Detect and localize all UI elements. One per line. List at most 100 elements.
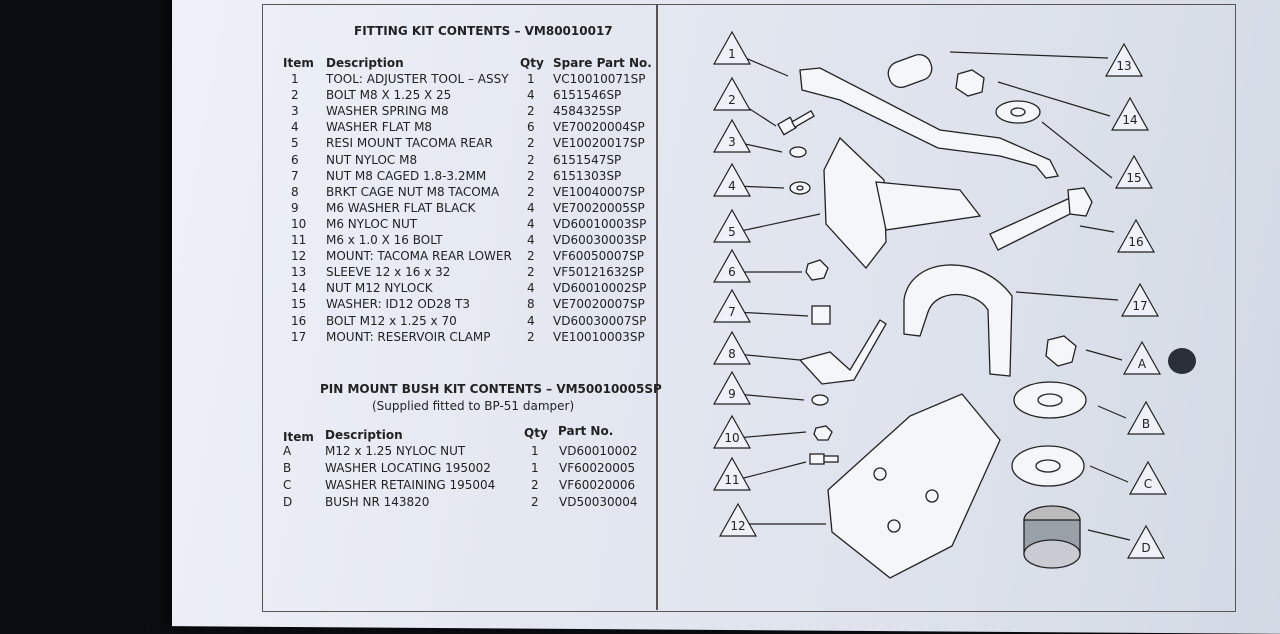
cell-item: C — [283, 478, 292, 492]
cell-part: 6151547SP — [553, 152, 622, 167]
pin-mount-subtitle: (Supplied fitted to BP-51 damper) — [372, 399, 575, 413]
cell-description: M12 x 1.25 NYLOC NUT — [325, 444, 466, 458]
callout-label: 1 — [728, 47, 736, 61]
callout-7: 7 — [712, 288, 752, 323]
cell-item: 3 — [291, 104, 299, 119]
cell-part: 6151546SP — [553, 88, 622, 103]
callout-label: 14 — [1122, 113, 1137, 127]
cell-part: VF50121632SP — [553, 265, 645, 280]
callout-3: 3 — [712, 118, 752, 153]
cell-qty: 2 — [527, 104, 535, 119]
callout-8: 8 — [712, 330, 752, 365]
callout-label: 17 — [1132, 299, 1147, 313]
cell-part: VC10010071SP — [553, 72, 646, 86]
cell-qty: 2 — [527, 329, 535, 344]
table-row: 14 NUT M12 NYLOCK 4 VD60010002SP — [283, 281, 683, 297]
column-divider — [656, 4, 658, 610]
callout-label: 16 — [1128, 235, 1143, 249]
cell-part: 6151303SP — [553, 168, 622, 183]
callout-16: 16 — [1116, 218, 1156, 253]
cell-part: VE10020017SP — [553, 136, 645, 151]
callout-5: 5 — [712, 208, 752, 243]
callout-label: 9 — [728, 387, 736, 401]
callout-label: 6 — [728, 265, 736, 279]
callout-label: D — [1141, 541, 1150, 555]
cell-description: BUSH NR 143820 — [325, 495, 430, 509]
cell-item: 1 — [291, 72, 299, 86]
callout-6: 6 — [712, 248, 752, 283]
table-row: 2 BOLT M8 X 1.25 X 25 4 6151546SP — [283, 88, 683, 104]
callout-label: 5 — [728, 225, 736, 239]
callout-4: 4 — [712, 162, 752, 197]
cell-description: WASHER FLAT M8 — [326, 120, 433, 135]
cell-item: 14 — [291, 281, 307, 296]
callout-label: 8 — [728, 347, 736, 361]
cell-item: 8 — [291, 184, 299, 199]
cell-description: WASHER: ID12 OD28 T3 — [326, 297, 471, 312]
cell-item: 15 — [291, 297, 307, 312]
callout-10: 10 — [712, 414, 752, 449]
cell-description: NUT M12 NYLOCK — [326, 281, 433, 296]
header-qty: Qty — [524, 426, 548, 440]
cell-qty: 4 — [527, 88, 535, 103]
cell-qty: 2 — [531, 478, 539, 492]
callout-label: B — [1142, 417, 1150, 431]
cell-qty: 4 — [527, 281, 535, 296]
cell-part: VF60020005 — [559, 461, 636, 475]
pin-mount-title: PIN MOUNT BUSH KIT CONTENTS – VM50010005… — [320, 382, 662, 396]
fitting-kit-title: FITTING KIT CONTENTS – VM80010017 — [354, 24, 613, 38]
cell-description: WASHER LOCATING 195002 — [325, 461, 491, 475]
header-part: Part No. — [558, 424, 614, 438]
cell-description: NUT M8 CAGED 1.8-3.2MM — [326, 168, 487, 183]
callout-label: 2 — [728, 93, 736, 107]
cell-description: BRKT CAGE NUT M8 TACOMA — [326, 184, 500, 199]
header-description: Description — [326, 56, 404, 70]
cell-description: SLEEVE 12 x 16 x 32 — [326, 265, 451, 280]
cell-part: VE70020007SP — [553, 297, 645, 312]
cell-qty: 2 — [527, 184, 535, 199]
cell-part: VD60010002SP — [553, 281, 647, 296]
callout-label: A — [1138, 357, 1147, 371]
callout-12: 12 — [718, 502, 758, 537]
cell-item: A — [283, 444, 292, 458]
cell-description: MOUNT: TACOMA REAR LOWER — [326, 249, 512, 264]
callout-label: 3 — [728, 135, 736, 149]
callout-17: 17 — [1120, 282, 1160, 317]
cell-item: 4 — [291, 120, 299, 135]
cell-item: 9 — [291, 200, 299, 215]
cell-item: 17 — [291, 329, 307, 344]
cell-qty: 2 — [527, 249, 535, 264]
callout-1: 1 — [712, 30, 752, 65]
table-header: Item Description Qty Spare Part No. — [283, 56, 683, 72]
cell-description: BOLT M8 X 1.25 X 25 — [326, 88, 452, 103]
cell-item: 2 — [291, 88, 299, 103]
cell-qty: 2 — [527, 168, 535, 183]
callout-B: B — [1126, 400, 1166, 435]
callout-label: 4 — [728, 179, 736, 193]
header-description: Description — [325, 428, 403, 442]
callout-15: 15 — [1114, 154, 1154, 189]
cell-part: VD60010002 — [559, 444, 638, 458]
header-item: Item — [283, 56, 314, 70]
callout-label: 13 — [1116, 59, 1131, 73]
cell-qty: 6 — [527, 120, 535, 135]
header-item: Item — [283, 430, 314, 444]
callout-label: 10 — [724, 431, 739, 445]
cell-qty: 2 — [527, 152, 535, 167]
cell-item: B — [283, 461, 292, 475]
cell-part: VD50030004 — [559, 495, 638, 509]
